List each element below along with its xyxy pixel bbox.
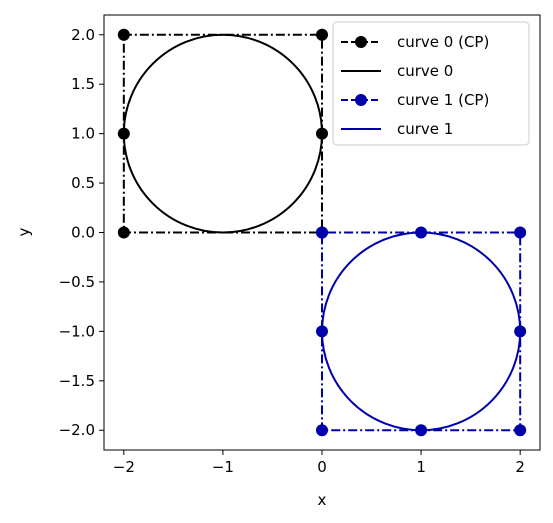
legend-label: curve 1 (CP): [397, 91, 489, 109]
y-tick-label: −0.5: [59, 273, 95, 291]
legend-marker: [355, 94, 367, 106]
y-tick-label: −1.5: [59, 372, 95, 390]
y-tick-label: −1.0: [59, 322, 95, 340]
y-tick-label: 2.0: [71, 26, 95, 44]
legend-label: curve 0: [397, 62, 453, 80]
y-tick-label: −2.0: [59, 421, 95, 439]
curve-0-cp-point: [316, 28, 328, 41]
legend-label: curve 1: [397, 120, 453, 138]
curve-1-cp-point: [316, 226, 328, 239]
y-tick-label: 1.5: [71, 75, 95, 93]
x-axis-ticks: −2 −1 0 1 2: [113, 450, 525, 476]
x-tick-label: −1: [212, 458, 234, 476]
y-axis-ticks: 2.0 1.5 1.0 0.5 0.0 −0.5 −1.0 −1.5 −2.0: [59, 26, 104, 439]
x-axis-label: x: [318, 491, 327, 509]
y-axis-label: y: [15, 227, 33, 236]
legend: curve 0 (CP) curve 0 curve 1 (CP) curve 1: [332, 21, 530, 146]
x-tick-label: 0: [317, 458, 327, 476]
x-tick-label: −2: [113, 458, 135, 476]
curve-1-line: [321, 231, 522, 432]
curve-1-cp-point: [514, 424, 527, 437]
x-tick-label: 1: [416, 458, 426, 476]
curve-0-line: [122, 33, 323, 234]
curve-0-cp-point: [117, 28, 130, 41]
curve-1-cp-point: [316, 424, 328, 437]
legend-marker: [355, 36, 367, 48]
legend-label: curve 0 (CP): [397, 33, 489, 51]
legend-box: [332, 21, 530, 146]
series-layer: [117, 28, 527, 437]
y-tick-label: 1.0: [71, 125, 95, 143]
y-tick-label: 0.0: [71, 224, 95, 242]
x-tick-label: 2: [515, 458, 525, 476]
curve-0-cp-point: [117, 226, 130, 239]
y-tick-label: 0.5: [71, 174, 95, 192]
curve-1-cp-point: [514, 226, 527, 239]
